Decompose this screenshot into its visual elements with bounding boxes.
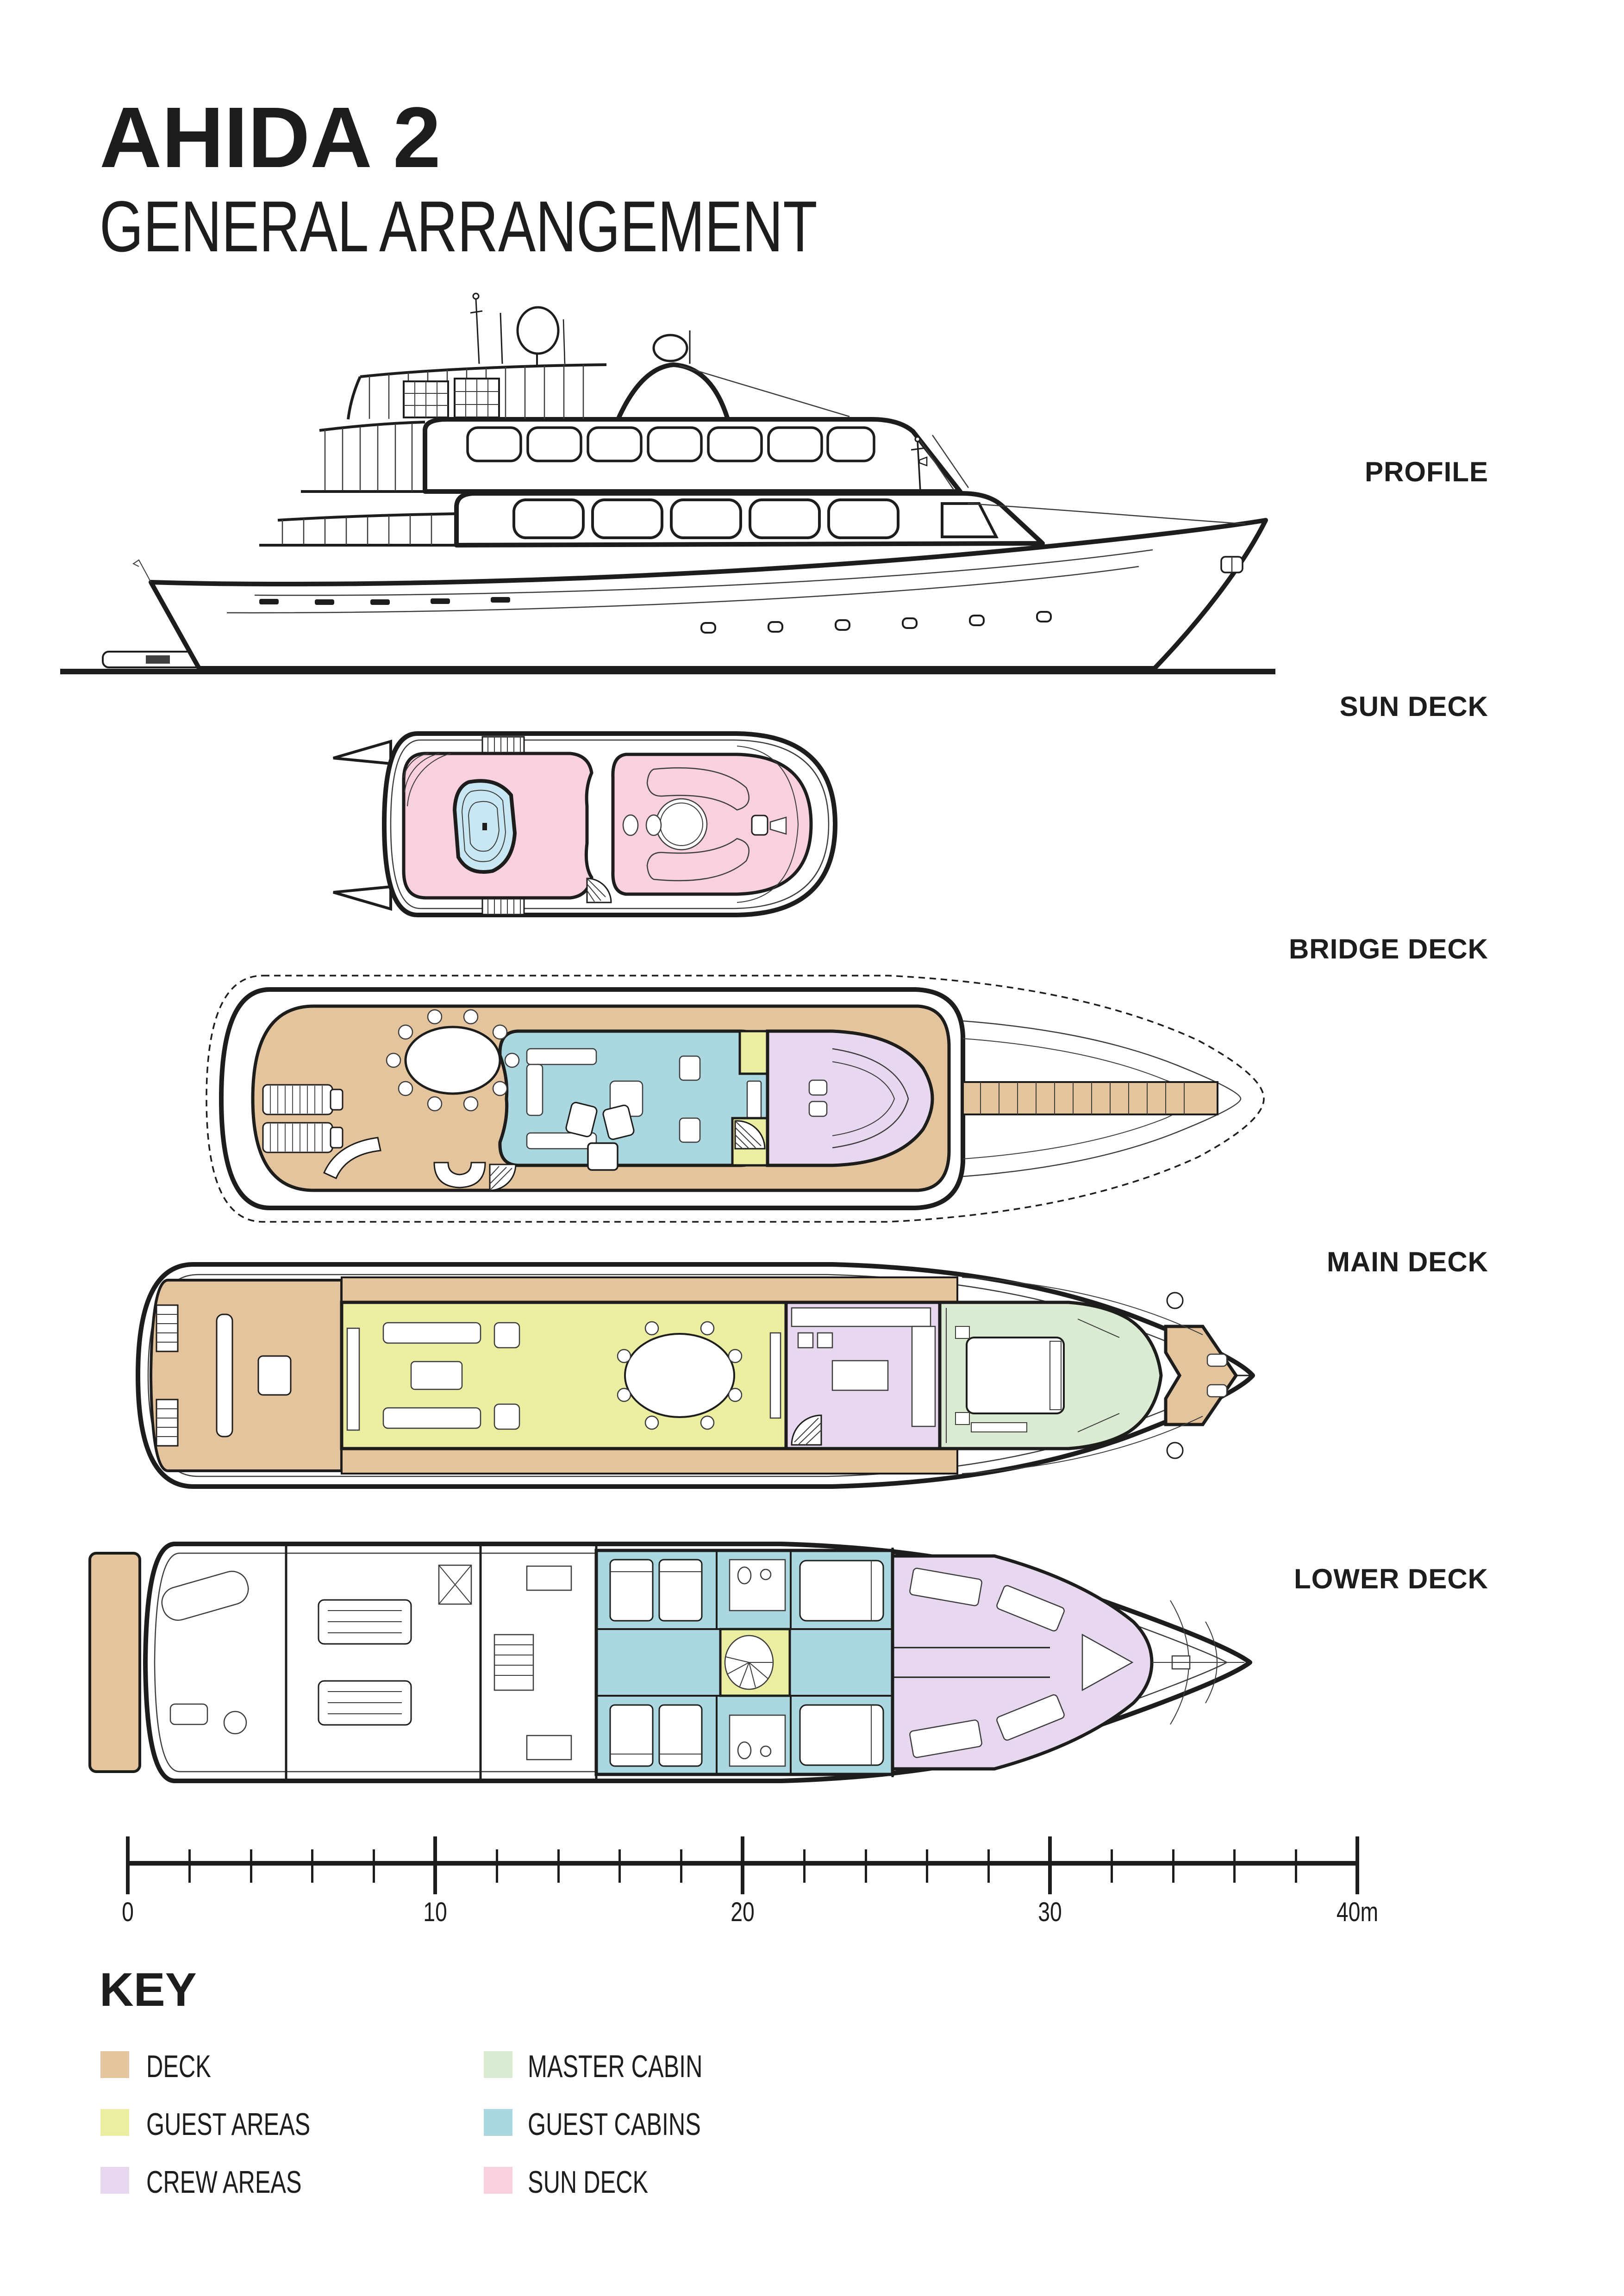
- legend-label-sun-deck: SUN DECK: [528, 2165, 649, 2200]
- label-lower-deck: LOWER DECK: [1294, 1563, 1488, 1594]
- legend-label-guest-areas: GUEST AREAS: [146, 2107, 311, 2142]
- jacuzzi: [452, 779, 517, 874]
- label-bridge-deck: BRIDGE DECK: [1288, 933, 1488, 964]
- scale-tick: [373, 1849, 375, 1883]
- scale-tick: [433, 1836, 437, 1894]
- scale-tick: [311, 1849, 314, 1883]
- sky-lounge: [498, 1029, 769, 1167]
- page-subtitle: GENERAL ARRANGEMENT: [100, 191, 1020, 263]
- sun-deck-structures: [347, 292, 1246, 525]
- scale-tick: [1233, 1849, 1236, 1883]
- scale-tick: [803, 1849, 806, 1883]
- profile-drawing: [60, 292, 1275, 674]
- sun-deck-plan: [333, 731, 837, 917]
- bow-deck: [962, 1277, 1252, 1474]
- scale-tick: [1295, 1849, 1298, 1883]
- scale-tick: [188, 1849, 191, 1883]
- scale-tick: [1355, 1836, 1359, 1894]
- bridge-aft-deck-furniture: [262, 1009, 635, 1191]
- legend-swatch-crew-areas: [100, 2167, 129, 2194]
- sun-deck-fore-area: [611, 753, 813, 896]
- forepeak: [1152, 1600, 1244, 1725]
- stair-pantry: [731, 1030, 769, 1167]
- scale-label: 30: [1038, 1897, 1062, 1927]
- mast-and-antennas: [470, 292, 850, 422]
- label-profile: PROFILE: [1364, 456, 1488, 487]
- key-title: KEY: [100, 1963, 197, 2016]
- crew-area: [891, 1554, 1154, 1771]
- legend-label-deck: DECK: [146, 2049, 211, 2084]
- hull-portholes: [700, 611, 1052, 634]
- bridge-deck-plan: [206, 975, 1265, 1223]
- swim-platform: [88, 1552, 141, 1773]
- page-subtitle-text: GENERAL ARRANGEMENT: [100, 187, 818, 267]
- sun-deck-aft-area: [402, 736, 612, 915]
- legend-label-guest-cabins: GUEST CABINS: [528, 2107, 701, 2142]
- stair-aft: [586, 877, 612, 903]
- scale-bar: 0 10 20 30 40m: [122, 1833, 1378, 1935]
- scale-tick: [618, 1849, 621, 1883]
- scale-tick: [1172, 1849, 1174, 1883]
- hull-profile: [102, 518, 1268, 671]
- scale-label: 40m: [1336, 1897, 1379, 1927]
- scale-label: 20: [731, 1897, 755, 1927]
- label-main-deck: MAIN DECK: [1327, 1246, 1488, 1277]
- scale-tick: [557, 1849, 560, 1883]
- legend-swatch-master-cabin: [484, 2051, 512, 2078]
- bridge-deck-superstructure: [301, 417, 969, 494]
- aft-main-deck: [149, 1279, 343, 1472]
- foremast: [911, 436, 928, 492]
- legend-label-master-cabin: MASTER CABIN: [528, 2049, 703, 2084]
- garage-and-engine-room: [161, 1564, 572, 1761]
- label-sun-deck: SUN DECK: [1339, 691, 1488, 722]
- legend-swatch-sun-deck: [484, 2167, 512, 2194]
- page-title: AHIDA 2: [100, 90, 441, 186]
- bridge-wings-below: [333, 740, 392, 911]
- scale-label: 10: [423, 1897, 447, 1927]
- lower-deck-plan: [88, 1542, 1252, 1783]
- scale-tick: [680, 1849, 683, 1883]
- galley: [784, 1300, 942, 1450]
- legend-swatch-guest-areas: [100, 2109, 129, 2136]
- scale-tick: [926, 1849, 929, 1883]
- scale-tick: [1048, 1836, 1052, 1894]
- legend-swatch-guest-cabins: [484, 2109, 512, 2136]
- wheelhouse: [766, 1029, 934, 1167]
- fore-deck-details: [737, 746, 799, 903]
- scale-tick: [864, 1849, 867, 1883]
- guest-cabins: [594, 1549, 894, 1776]
- legend-label-crew-areas: CREW AREAS: [146, 2165, 302, 2200]
- hull-window-slots: [259, 597, 510, 605]
- scale-tick: [250, 1849, 252, 1883]
- scale-tick: [126, 1836, 130, 1894]
- legend-swatch-deck: [100, 2051, 129, 2078]
- foredeck-passage: [962, 1081, 1218, 1115]
- scale-tick: [741, 1836, 744, 1894]
- master-cabin: [938, 1300, 1163, 1450]
- scale-tick: [495, 1849, 498, 1883]
- side-decks: [341, 1276, 958, 1475]
- scale-label: 0: [122, 1897, 134, 1927]
- main-deck-plan: [136, 1262, 1255, 1489]
- scale-tick: [987, 1849, 990, 1883]
- salon-dining: [340, 1300, 788, 1450]
- main-deck-superstructure: [259, 491, 1045, 548]
- scale-tick: [1110, 1849, 1113, 1883]
